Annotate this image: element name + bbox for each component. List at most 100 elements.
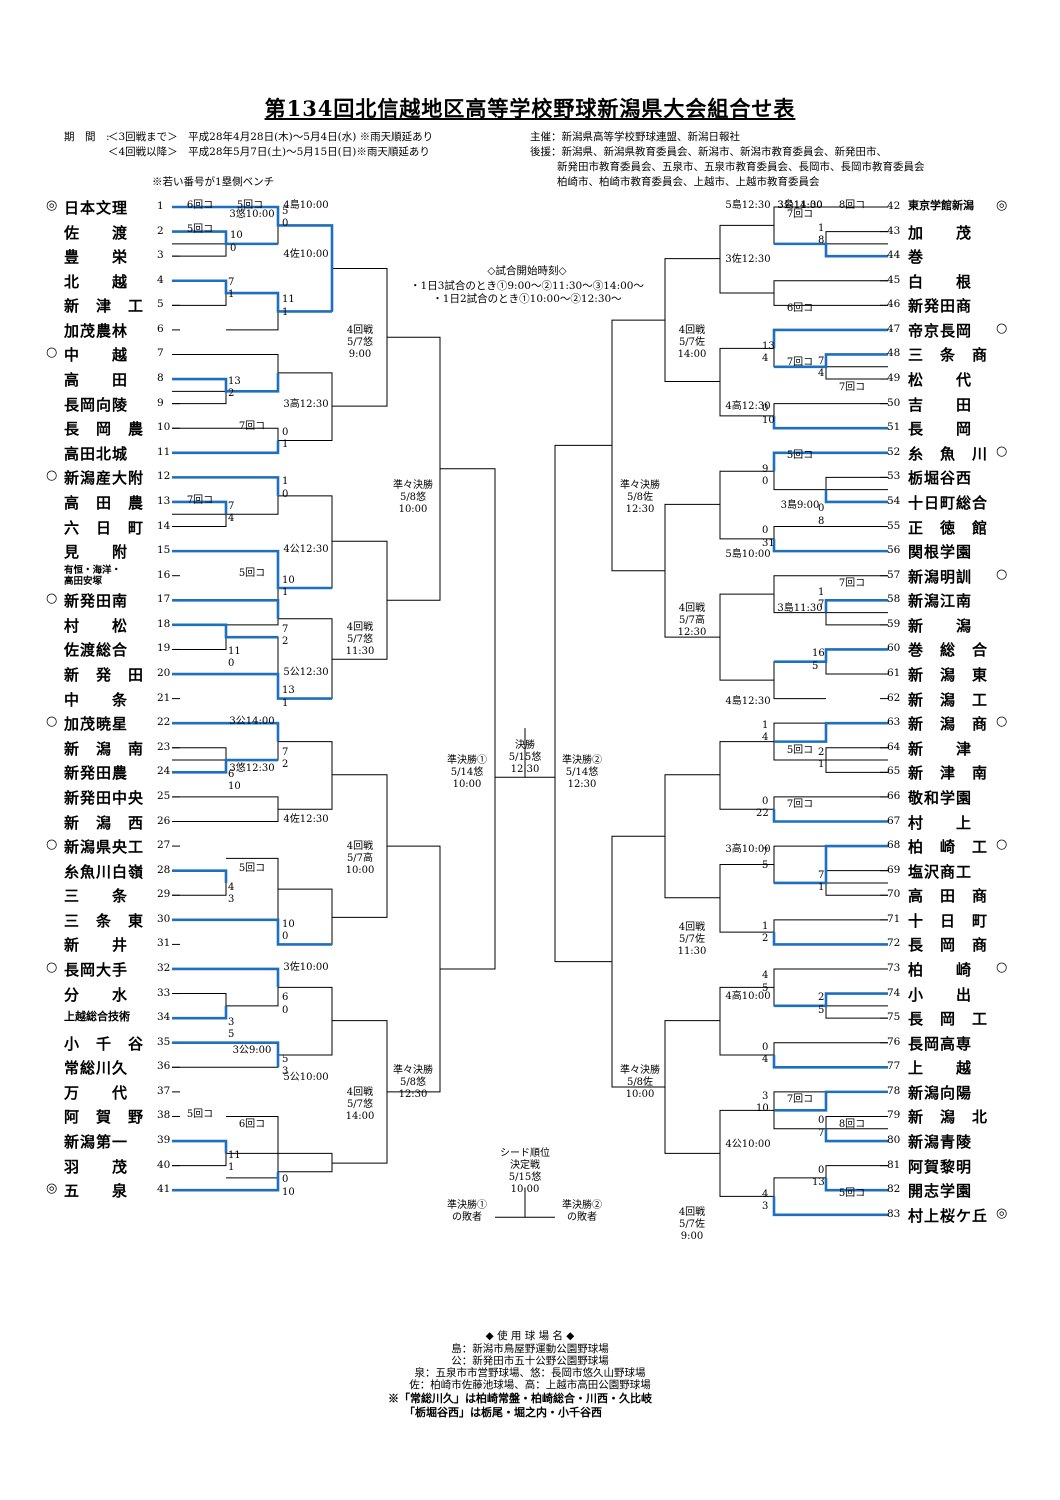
winner-path: [774, 648, 888, 664]
seed-mark: ○: [46, 714, 58, 730]
bracket-line: [664, 774, 720, 899]
team-name: 新 潟 北: [908, 1108, 989, 1127]
team-name: 中 条: [64, 690, 129, 709]
game-time-label: 4公12:30: [283, 543, 329, 555]
team-name: 高 田: [64, 371, 129, 390]
team-number: 34: [157, 1011, 171, 1024]
game-time-label: 5回コ: [238, 568, 266, 580]
seed-mark: ○: [46, 837, 58, 853]
team-number: 30: [157, 912, 171, 925]
seed-mark: ○: [996, 443, 1008, 459]
game-time-label: 6回コ: [238, 1118, 266, 1130]
team-number: 44: [887, 249, 901, 262]
score-value: 0: [818, 503, 825, 515]
seed-mark: ○: [996, 566, 1008, 582]
winner-path: [172, 279, 332, 313]
team-number: 33: [157, 986, 171, 999]
venue-title: ◆ 使 用 球 場 名 ◆: [485, 1330, 575, 1342]
team-number: 29: [157, 888, 171, 901]
team-name: 新発田農: [64, 764, 129, 783]
team-number: 27: [157, 839, 171, 852]
team-number: 58: [887, 593, 901, 606]
game-time-label: 3公11:30: [777, 200, 823, 211]
team-name: 新 津 南: [908, 764, 989, 783]
score-value: 10: [228, 781, 241, 793]
team-number: 80: [887, 1134, 901, 1147]
team-number: 9: [157, 396, 164, 409]
team-number: 8: [157, 372, 164, 385]
team-number: 68: [887, 839, 901, 852]
team-number: 32: [157, 961, 171, 974]
team-name: 十 日 町: [908, 911, 989, 930]
team-number: 52: [887, 445, 901, 458]
score-value: 11: [228, 1149, 241, 1161]
winner-path: [774, 844, 888, 885]
score-value: 0: [762, 1041, 769, 1053]
team-name: 村上桜ケ丘: [908, 1206, 989, 1225]
page-title: 第134回北信越地区高等学校野球新潟県大会組合せ表: [264, 96, 796, 121]
winner-path: [824, 489, 888, 504]
team-number: 46: [887, 298, 901, 311]
score-value: 0: [818, 1115, 825, 1127]
organizer-support-3: 柏崎市、柏崎市教育委員会、上越市、上越市教育委員会: [557, 176, 820, 188]
organizer-support-2: 新発田市教育委員会、五泉市、五泉市教育委員会、長岡市、長岡市教育委員会: [557, 161, 925, 173]
winner-path: [172, 672, 332, 700]
team-name: 新 津: [908, 739, 973, 758]
team-number: 70: [887, 888, 901, 901]
team-number: 24: [157, 765, 171, 778]
score-value: 2: [818, 746, 825, 758]
winner-path: [172, 440, 280, 455]
team-name: 巻 総 合: [908, 641, 989, 660]
team-name: 新発田南: [64, 592, 129, 611]
winner-path: [774, 353, 888, 369]
game-time-label: 3悠10:00: [229, 209, 275, 221]
team-name: 新発田中央: [64, 788, 145, 807]
team-number: 21: [157, 691, 171, 704]
bracket-line: [719, 224, 774, 294]
start-times-line-2: ・1日2試合のとき①10:00〜②12:30〜: [432, 293, 622, 305]
team-number: 50: [887, 396, 901, 409]
score-value: 1: [762, 921, 769, 933]
team-name: 羽 茂: [64, 1157, 129, 1176]
team-number: 82: [887, 1183, 901, 1196]
score-value: 10: [756, 1103, 769, 1115]
team-name: 北 越: [64, 272, 129, 291]
score-value: 5: [762, 982, 769, 994]
score-value: 10: [282, 918, 295, 930]
team-number: 74: [887, 986, 901, 999]
team-name: 万 代: [64, 1083, 129, 1102]
score-value: 10: [230, 230, 243, 242]
game-time-label: 8回コ: [838, 1118, 866, 1130]
score-value: 13: [228, 375, 241, 387]
game-time-label: 7回コ: [838, 381, 866, 393]
winner-path: [172, 869, 228, 883]
team-name: 吉 田: [908, 395, 973, 414]
winner-path: [772, 415, 888, 430]
seed-mark: ○: [996, 837, 1008, 853]
score-value: 4: [762, 1189, 769, 1201]
game-time-label: 3悠12:30: [229, 762, 275, 774]
team-name: 加茂農林: [64, 321, 129, 340]
seed-game-label: 準決勝② の敗者: [562, 1200, 602, 1224]
team-number: 22: [157, 716, 171, 729]
final-label: 決勝 5/15悠 12:30: [508, 740, 542, 776]
game-time-label: 3佐12:30: [725, 253, 771, 265]
team-name: 六 日 町: [64, 518, 145, 537]
footnote-line-1: ※「常総川久」は柏崎常盤・柏崎総合・川西・久比岐: [388, 1392, 652, 1405]
bracket-line: [773, 280, 888, 306]
winner-path: [824, 598, 888, 613]
bracket-line: [719, 1109, 774, 1197]
score-value: 0: [282, 931, 289, 943]
score-value: 5: [282, 1053, 289, 1065]
score-value: 11: [282, 294, 295, 306]
team-name: 新潟県央工: [64, 838, 145, 857]
team-name: 有恒・海洋・ 高田安塚: [64, 564, 122, 587]
score-value: 1: [282, 306, 289, 318]
round-label: 4回戦 5/7佐 14:00: [677, 324, 707, 360]
round-label: 準々決勝 5/8悠 12:30: [393, 1064, 433, 1100]
team-name: 長 岡 商: [908, 936, 989, 955]
team-number: 10: [157, 421, 171, 434]
team-number: 57: [887, 568, 901, 581]
team-number: 66: [887, 789, 901, 802]
seed-game-label: 準決勝① の敗者: [447, 1200, 487, 1224]
